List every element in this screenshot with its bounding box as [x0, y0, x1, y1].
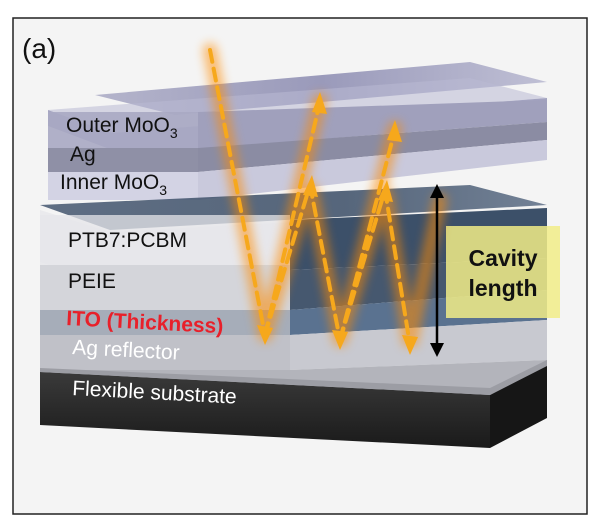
reflected-ray-2 — [308, 183, 342, 342]
reflected-ray-4 — [383, 188, 412, 347]
layer-label-outer-moo3: Outer MoO3 — [66, 114, 178, 141]
top-electrode-stack — [48, 62, 547, 200]
layer-label-ag-reflector: Ag reflector — [72, 336, 180, 365]
arrowhead-up-2 — [387, 120, 402, 142]
cavity-length-arrow — [430, 184, 444, 357]
arrowhead-down-1 — [257, 325, 273, 345]
layer-label-peie: PEIE — [68, 270, 116, 293]
escape-ray-1 — [263, 100, 322, 337]
incident-ray — [208, 48, 267, 337]
arrowhead-down-2 — [332, 330, 348, 350]
layer-label-ptb7-pcbm: PTB7:PCBM — [68, 229, 187, 252]
cavity-label-line2: length — [469, 275, 538, 301]
arrowhead-up-4 — [378, 180, 393, 202]
cavity-box — [446, 226, 560, 318]
layer-label-inner-moo3: Inner MoO3 — [60, 171, 167, 198]
panel-label: (a) — [22, 33, 56, 64]
arrowhead-up-1 — [312, 92, 327, 114]
arrowhead-down-3 — [402, 335, 418, 355]
layer-label-ag: Ag — [70, 143, 96, 166]
cavity-label-line1: Cavity — [468, 245, 537, 271]
light-path — [203, 43, 447, 355]
escape-ray-2 — [338, 128, 397, 342]
arrowhead-up-3 — [303, 175, 318, 197]
